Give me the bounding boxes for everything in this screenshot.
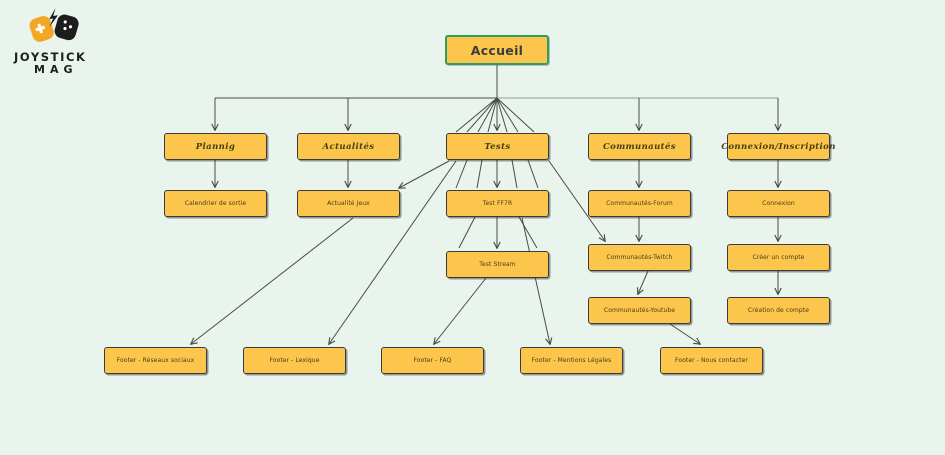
node-communautes[interactable]: Communautés	[588, 133, 691, 160]
node-plannig[interactable]: Plannig	[164, 133, 267, 160]
node-actualite-jeux[interactable]: Actualité Jeux	[297, 190, 400, 217]
node-creation-de-compte[interactable]: Création de compte	[727, 297, 830, 324]
node-communautes-forum[interactable]: Communautés-Forum	[588, 190, 691, 217]
node-footer-faq[interactable]: Footer - FAQ	[381, 347, 484, 374]
node-connexion-inscription[interactable]: Connexion/Inscription	[721, 133, 835, 160]
logo-text-mag: MAG	[34, 63, 78, 76]
node-footer-mentions-legales[interactable]: Footer - Mentions Légales	[520, 347, 623, 374]
node-test-stream[interactable]: Test Stream	[446, 251, 549, 278]
node-actualites[interactable]: Actualités	[297, 133, 400, 160]
node-communautes-twitch[interactable]: Communautés-Twitch	[588, 244, 691, 271]
node-footer-nous-contacter[interactable]: Footer - Nous contacter	[660, 347, 763, 374]
node-test-ff7r[interactable]: Test FF7R	[446, 190, 549, 217]
gamepad-icon	[29, 8, 79, 42]
logo: JOYSTICK MAG	[14, 8, 124, 76]
node-creer-un-compte[interactable]: Créer un compte	[727, 244, 830, 271]
node-communautes-youtube[interactable]: Communautés-Youtube	[588, 297, 691, 324]
node-footer-lexique[interactable]: Footer - Lexique	[243, 347, 346, 374]
node-tests[interactable]: Tests	[446, 133, 549, 160]
node-footer-reseaux-sociaux[interactable]: Footer - Réseaux sociaux	[104, 347, 207, 374]
node-connexion[interactable]: Connexion	[727, 190, 830, 217]
node-calendrier-de-sortie[interactable]: Calendrier de sortie	[164, 190, 267, 217]
logo-text-joystick: JOYSTICK	[14, 50, 87, 64]
node-accueil[interactable]: Accueil	[445, 35, 549, 65]
